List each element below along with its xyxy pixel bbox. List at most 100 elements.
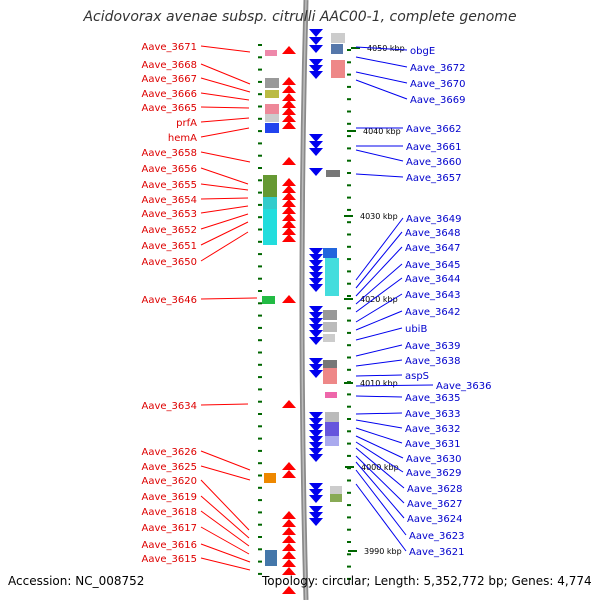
tick-mark <box>258 105 262 108</box>
minus-gene-leader <box>200 106 250 109</box>
minus-gene-arrow <box>282 213 296 221</box>
major-tick <box>345 466 354 468</box>
tick-mark <box>347 110 351 113</box>
similarity-box <box>265 50 277 56</box>
similarity-box <box>323 322 337 332</box>
kbp-label: 4010 kbp <box>360 379 398 388</box>
major-tick <box>344 215 353 217</box>
tick-mark <box>347 270 351 273</box>
similarity-box <box>325 436 339 446</box>
plus-gene-label: Aave_3645 <box>405 260 461 271</box>
plus-gene-label: Aave_3621 <box>409 547 465 558</box>
tick-mark <box>347 258 351 261</box>
plus-gene-label: Aave_3623 <box>409 531 465 542</box>
plus-gene-arrow <box>309 65 323 73</box>
tick-mark <box>258 474 262 477</box>
minus-gene-leader <box>200 151 251 163</box>
minus-gene-label: Aave_3665 <box>142 103 198 114</box>
tick-mark <box>347 295 351 297</box>
plus-gene-leader <box>355 327 403 341</box>
minus-gene-arrow <box>282 114 296 122</box>
minus-gene-label: Aave_3634 <box>142 401 198 412</box>
plus-gene-arrow <box>309 148 323 156</box>
plus-gene-arrow <box>309 506 323 514</box>
minus-gene-label: Aave_3658 <box>142 148 198 159</box>
similarity-box <box>325 258 339 296</box>
tick-mark <box>347 528 351 531</box>
plus-gene-leader <box>355 359 403 367</box>
plus-gene-arrow <box>309 141 323 149</box>
minus-gene-label: Aave_3656 <box>142 164 198 175</box>
minus-gene-label: Aave_3620 <box>142 476 198 487</box>
plus-gene-label: Aave_3639 <box>405 341 461 352</box>
plus-gene-label: Aave_3624 <box>407 514 463 525</box>
tick-mark <box>258 437 262 440</box>
genome-backbone <box>299 0 309 600</box>
plus-gene-arrow <box>309 358 323 366</box>
tick-mark <box>347 245 351 248</box>
tick-mark <box>347 233 351 236</box>
plus-gene-arrow <box>309 442 323 450</box>
tick-mark <box>347 344 351 347</box>
plus-gene-arrow <box>309 337 323 345</box>
plus-gene-arrow <box>309 412 323 420</box>
tick-mark <box>347 331 351 334</box>
tick-mark <box>258 351 262 354</box>
plus-gene-arrow <box>309 312 323 320</box>
plus-gene-arrow <box>309 59 323 67</box>
tick-mark <box>347 49 351 51</box>
minus-gene-label: Aave_3626 <box>142 447 198 458</box>
minus-gene-arrow <box>282 462 296 470</box>
tick-mark <box>258 93 262 96</box>
tick-mark <box>258 56 262 59</box>
tick-mark <box>258 130 262 133</box>
tick-mark <box>347 454 351 457</box>
tick-mark <box>347 565 351 568</box>
minus-gene-arrow <box>282 586 296 594</box>
minus-gene-arrow <box>282 77 296 85</box>
similarity-box <box>265 104 279 114</box>
minus-gene-arrow <box>282 199 296 207</box>
minus-gene-leader <box>200 45 251 53</box>
plus-gene-label: Aave_3647 <box>405 243 461 254</box>
minus-gene-leader <box>200 297 258 300</box>
minor-tick-marks <box>258 44 351 580</box>
minus-gene-arrow <box>282 535 296 543</box>
tick-mark <box>347 467 351 470</box>
plus-gene-arrow <box>309 370 323 378</box>
plus-gene-arrow <box>309 254 323 262</box>
plus-gene-leader <box>355 435 404 459</box>
similarity-box <box>265 114 279 122</box>
minus-gene-leader <box>200 205 249 214</box>
tick-mark <box>258 523 262 526</box>
plus-gene-arrow <box>309 424 323 432</box>
similarity-box <box>263 175 277 197</box>
plus-gene-label: Aave_3657 <box>406 173 462 184</box>
minus-gene-arrow <box>282 567 296 575</box>
tick-mark <box>347 208 351 211</box>
tick-mark <box>347 553 351 556</box>
similarity-box <box>331 44 343 54</box>
minus-gene-leader <box>200 231 249 262</box>
minus-gene-leader <box>200 183 249 191</box>
tick-mark <box>347 147 351 150</box>
minus-gene-label: Aave_3653 <box>142 209 198 220</box>
plus-gene-leader <box>355 246 403 297</box>
tick-mark <box>258 449 262 452</box>
tick-mark <box>347 418 351 420</box>
plus-gene-arrow <box>309 248 323 256</box>
plus-gene-arrow <box>309 436 323 444</box>
tick-mark <box>258 179 262 182</box>
major-tick <box>344 382 353 384</box>
major-tick <box>351 47 360 49</box>
tick-mark <box>258 117 262 120</box>
similarity-box <box>326 170 340 177</box>
tick-mark <box>258 548 262 551</box>
minus-gene-label: Aave_3668 <box>142 60 198 71</box>
plus-gene-arrow <box>309 330 323 338</box>
similarity-box <box>323 334 335 342</box>
similarity-box <box>330 494 342 502</box>
minus-gene-arrow <box>282 206 296 214</box>
